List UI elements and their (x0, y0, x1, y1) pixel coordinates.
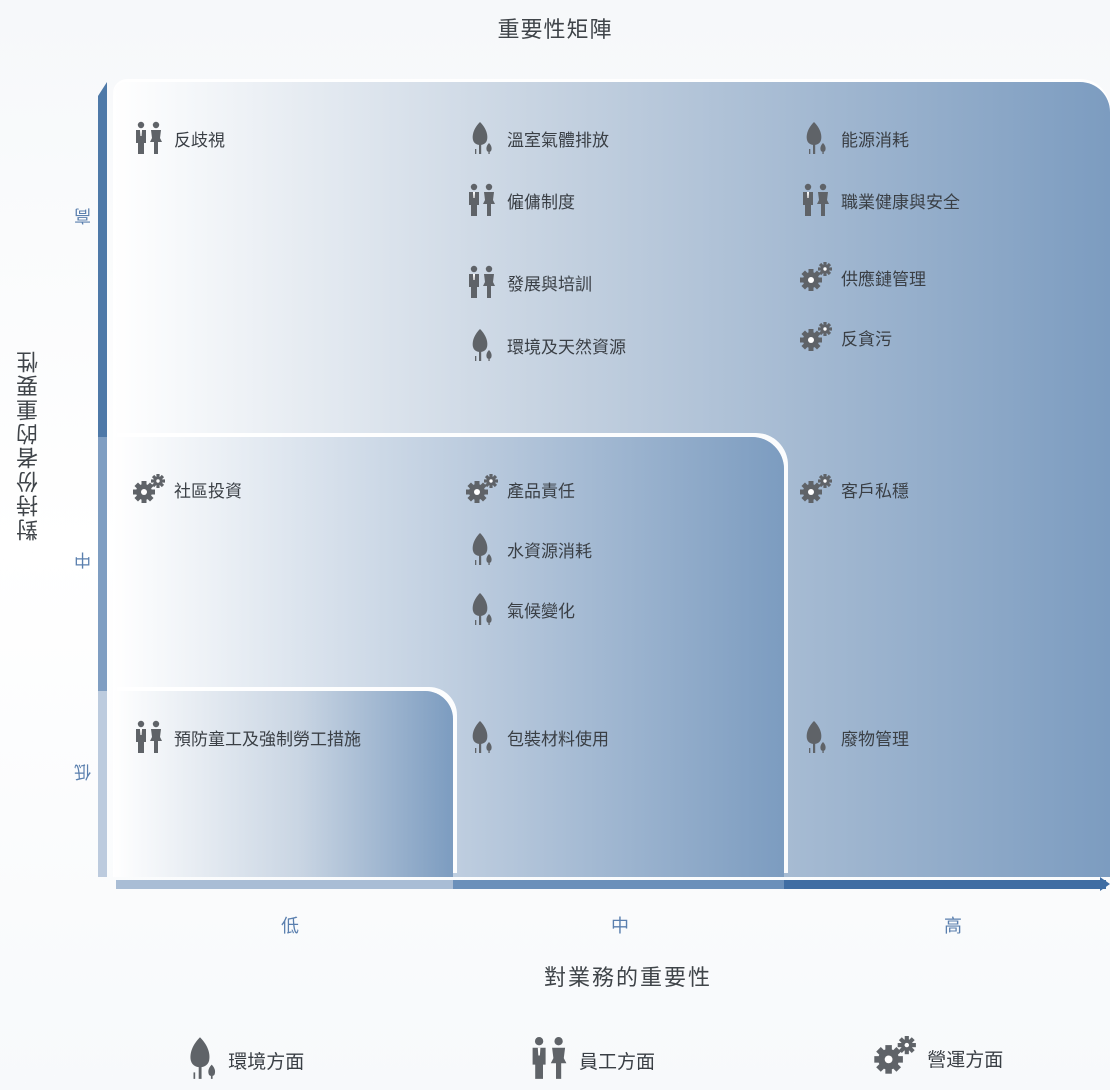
y-axis-mid-segment (98, 437, 107, 691)
item-label: 環境及天然資源 (507, 337, 626, 358)
people-icon (530, 1036, 569, 1085)
y-axis-high-segment (98, 82, 107, 437)
matrix-item: 僱傭制度 (465, 183, 575, 217)
gears-icon (799, 320, 833, 354)
item-label: 反歧視 (174, 130, 225, 151)
gears-icon (873, 1036, 917, 1080)
tree-icon (799, 720, 833, 754)
item-label: 客戶私穩 (841, 481, 909, 502)
tree-icon (187, 1036, 218, 1085)
matrix-item: 溫室氣體排放 (465, 121, 609, 155)
item-label: 預防童工及強制勞工措施 (174, 729, 361, 750)
legend-employee: 員工方面 (530, 1036, 655, 1085)
tree-icon (799, 121, 833, 155)
tree-icon (465, 592, 499, 626)
gears-icon (799, 472, 833, 506)
x-axis-high-segment (784, 880, 1106, 889)
item-label: 氣候變化 (507, 601, 575, 622)
people-icon (465, 183, 499, 217)
gears-icon (132, 472, 166, 506)
item-label: 產品責任 (507, 481, 575, 502)
matrix-item: 水資源消耗 (465, 532, 592, 566)
tree-icon (465, 328, 499, 362)
matrix-item: 社區投資 (132, 472, 242, 506)
matrix-item: 氣候變化 (465, 592, 575, 626)
x-axis-mid-segment (453, 880, 784, 889)
item-label: 僱傭制度 (507, 192, 575, 213)
matrix-item: 預防童工及強制勞工措施 (132, 720, 361, 754)
x-tick-mid: 中 (611, 916, 629, 937)
legend-label: 環境方面 (228, 1051, 305, 1074)
people-icon (465, 265, 499, 299)
matrix-item: 環境及天然資源 (465, 328, 626, 362)
chart-title: 重要性矩陣 (497, 18, 613, 43)
gears-icon (799, 260, 833, 294)
item-label: 職業健康與安全 (841, 192, 960, 213)
y-tick-mid: 中 (75, 552, 95, 569)
gears-icon (465, 472, 499, 506)
people-icon (799, 183, 833, 217)
y-axis-low-segment (98, 691, 107, 877)
item-label: 能源消耗 (841, 130, 909, 151)
matrix-item: 廢物管理 (799, 720, 909, 754)
people-icon (132, 720, 166, 754)
zone-low (113, 691, 453, 877)
item-label: 廢物管理 (841, 729, 909, 750)
legend-label: 員工方面 (579, 1051, 656, 1074)
matrix-item: 包裝材料使用 (465, 720, 609, 754)
item-label: 溫室氣體排放 (507, 130, 609, 151)
x-tick-low: 低 (281, 916, 299, 937)
x-tick-high: 高 (944, 916, 962, 937)
legend-operation: 營運方面 (873, 1036, 1003, 1080)
matrix-item: 發展與培訓 (465, 265, 592, 299)
tree-icon (465, 720, 499, 754)
item-label: 反貪污 (841, 329, 892, 350)
y-tick-low: 低 (75, 764, 95, 781)
matrix-item: 反貪污 (799, 320, 892, 354)
x-axis-arrowhead (1100, 877, 1110, 891)
item-label: 供應鏈管理 (841, 269, 926, 290)
x-axis-label: 對業務的重要性 (543, 966, 712, 991)
tree-icon (465, 121, 499, 155)
matrix-item: 反歧視 (132, 121, 225, 155)
item-label: 包裝材料使用 (507, 729, 609, 750)
legend-label: 營運方面 (927, 1048, 1004, 1071)
item-label: 社區投資 (174, 481, 242, 502)
x-axis-low-segment (116, 880, 453, 889)
y-tick-high: 高 (75, 208, 95, 225)
matrix-item: 客戶私穩 (799, 472, 909, 506)
y-axis-label: 對持份者的重要性 (17, 349, 42, 541)
matrix-item: 能源消耗 (799, 121, 909, 155)
matrix-item: 供應鏈管理 (799, 260, 926, 294)
people-icon (132, 121, 166, 155)
legend-environment: 環境方面 (187, 1036, 304, 1085)
matrix-item: 產品責任 (465, 472, 575, 506)
tree-icon (465, 532, 499, 566)
item-label: 水資源消耗 (507, 541, 592, 562)
item-label: 發展與培訓 (507, 274, 592, 295)
matrix-item: 職業健康與安全 (799, 183, 960, 217)
